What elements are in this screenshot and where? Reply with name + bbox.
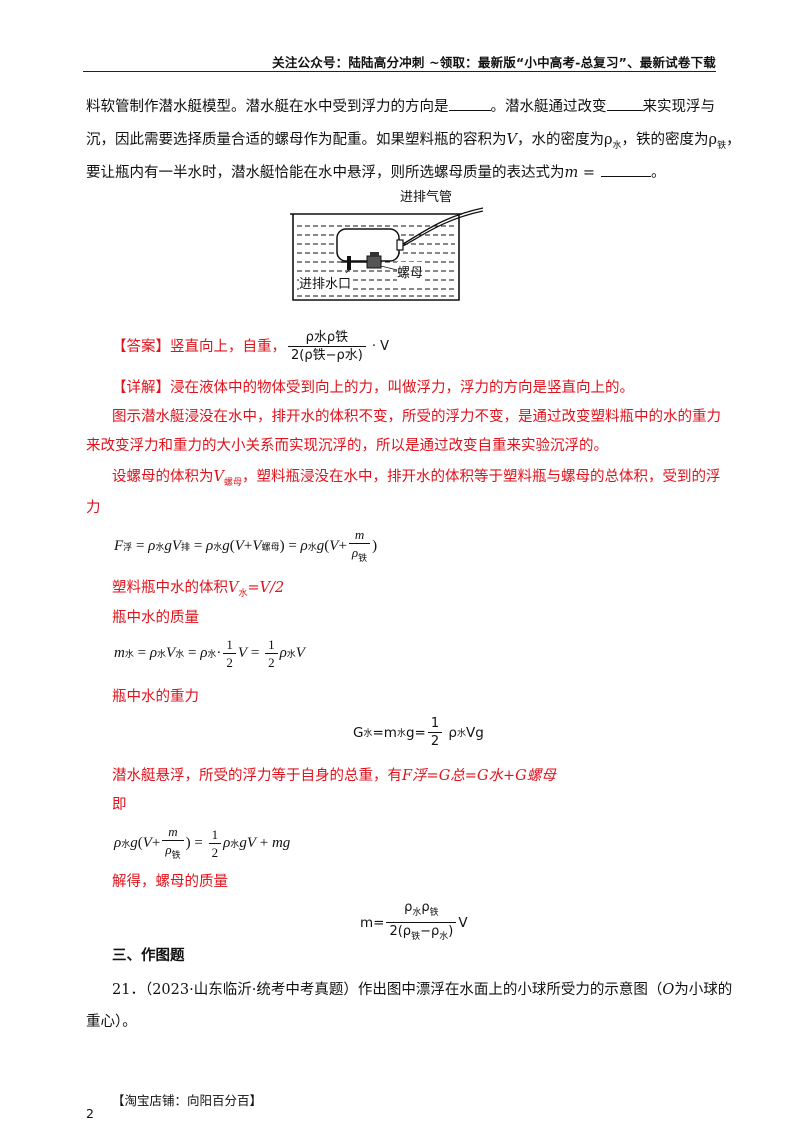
detail-p3-l2: 力 <box>86 500 101 516</box>
answer-tail: · V <box>371 338 389 354</box>
detail-p3-l1: 设螺母的体积为V螺母，塑料瓶浸没在水中，排开水的体积等于塑料瓶与螺母的总体积，受… <box>112 461 721 499</box>
answer-tag: 【答案】 <box>112 338 170 355</box>
question-text: ，铁的密度为 <box>621 132 709 148</box>
fraction-numerator: ρ水ρ铁 <box>305 330 349 345</box>
var-O: O <box>662 982 675 998</box>
detail-p1: 【详解】浸在液体中的物体受到向上的力，叫做浮力，浮力的方向是竖直向上的。 <box>112 372 634 404</box>
subscript: 螺母 <box>223 478 242 488</box>
detail-text: 设螺母的体积为 <box>112 469 214 485</box>
symbol-rho: ρ <box>603 132 613 148</box>
var-m: m <box>564 165 579 181</box>
header-divider <box>83 71 716 72</box>
question-text: 。潜水艇通过改变 <box>490 99 607 115</box>
detail-p2-l2: 来改变浮力和重力的大小关系而实现沉浮的，所以是通过改变自重来实验沉浮的。 <box>86 438 608 454</box>
detail-p8: 即 <box>112 797 127 813</box>
question-21-line-2: 重心）。 <box>86 1014 137 1030</box>
question-text: 要让瓶内有一半水时，潜水艇恰能在水中悬浮，则所选螺母质量的表达式为 <box>86 165 565 181</box>
answer-blank-2 <box>606 96 643 111</box>
question-text: ， <box>726 132 741 148</box>
detail-text: ，塑料瓶浸没在水中，排开水的体积等于塑料瓶与螺母的总体积，受到的浮 <box>242 469 721 485</box>
label-pipe: 进排气管 <box>400 190 453 205</box>
answer-blank-3 <box>601 162 652 177</box>
question-line-1: 料软管制作潜水艇模型。潜水艇在水中受到浮力的方向是 。潜水艇通过改变 来实现浮与 <box>86 91 715 123</box>
submarine-figure: 进排气管 螺母 进排水口 <box>285 186 505 306</box>
detail-tag: 【详解】 <box>112 380 170 396</box>
answer-text: 竖直向上，自重， <box>170 338 286 355</box>
detail-p7: 潜水艇悬浮，所受的浮力等于自身的总重，有F浮=G总=G水+G螺母 <box>112 760 556 792</box>
detail-p9: 解得，螺母的质量 <box>112 874 228 890</box>
detail-p6: 瓶中水的重力 <box>112 689 199 705</box>
question-line-2: 沉，因此需要选择质量合适的螺母作为配重。如果塑料瓶的容积为V，水的密度为ρ水，铁… <box>86 124 741 162</box>
subscript: 水 <box>238 589 248 599</box>
var-V: V <box>506 132 517 148</box>
var-V: V <box>228 580 239 596</box>
question-text: 21．（2023·山东临沂·统考中考真题）作出图中漂浮在水面上的小球所受力的示意… <box>112 982 663 998</box>
detail-equation: F浮=G总=G水+G螺母 <box>402 768 556 784</box>
detail-text: 塑料瓶中水的体积 <box>112 580 228 596</box>
detail-text: 浸在液体中的物体受到向上的力，叫做浮力，浮力的方向是竖直向上的。 <box>170 380 634 396</box>
question-line-3: 要让瓶内有一半水时，潜水艇恰能在水中悬浮，则所选螺母质量的表达式为m = 。 <box>86 157 666 189</box>
detail-p4: 塑料瓶中水的体积V水=V/2 <box>112 572 284 610</box>
question-21-line-1: 21．（2023·山东临沂·统考中考真题）作出图中漂浮在水面上的小球所受力的示意… <box>112 974 732 1006</box>
page-number: 2 <box>86 1106 94 1121</box>
question-text: 为小球的 <box>674 982 733 998</box>
question-text: 。 <box>651 165 666 181</box>
symbol-rho: ρ <box>708 132 718 148</box>
answer-line: 【答案】 竖直向上，自重， ρ水ρ铁 2(ρ铁−ρ水) · V <box>112 330 389 363</box>
answer-fraction: ρ水ρ铁 2(ρ铁−ρ水) <box>288 330 366 363</box>
label-nut: 螺母 <box>397 262 424 281</box>
detail-equation: =V/2 <box>247 580 285 596</box>
var-V: V <box>213 469 224 485</box>
page-header: 关注公众号：陆陆高分冲刺 ~领取：最新版“小中高考-总复习”、最新试卷下载 <box>272 55 716 70</box>
detail-p5: 瓶中水的质量 <box>112 610 199 626</box>
subscript: 水 <box>612 141 622 151</box>
subscript: 铁 <box>717 141 727 151</box>
detail-p2-l1: 图示潜水艇浸没在水中，排开水的体积不变，所受的浮力不变，是通过改变塑料瓶中的水的… <box>112 409 721 425</box>
answer-blank-1 <box>448 96 491 111</box>
footer-shop: 【淘宝店铺：向阳百分百】 <box>112 1093 263 1108</box>
question-text: 料软管制作潜水艇模型。潜水艇在水中受到浮力的方向是 <box>86 99 449 115</box>
question-text: 沉，因此需要选择质量合适的螺母作为配重。如果塑料瓶的容积为 <box>86 132 507 148</box>
fraction-denominator: 2(ρ铁−ρ水) <box>288 346 366 363</box>
question-text: ，水的密度为 <box>516 132 604 148</box>
question-text: 来实现浮与 <box>642 99 716 115</box>
question-text: = <box>578 165 596 181</box>
detail-text: 潜水艇悬浮，所受的浮力等于自身的总重，有 <box>112 768 402 784</box>
section-title: 三、作图题 <box>112 948 185 964</box>
label-port: 进排水口 <box>299 273 352 292</box>
